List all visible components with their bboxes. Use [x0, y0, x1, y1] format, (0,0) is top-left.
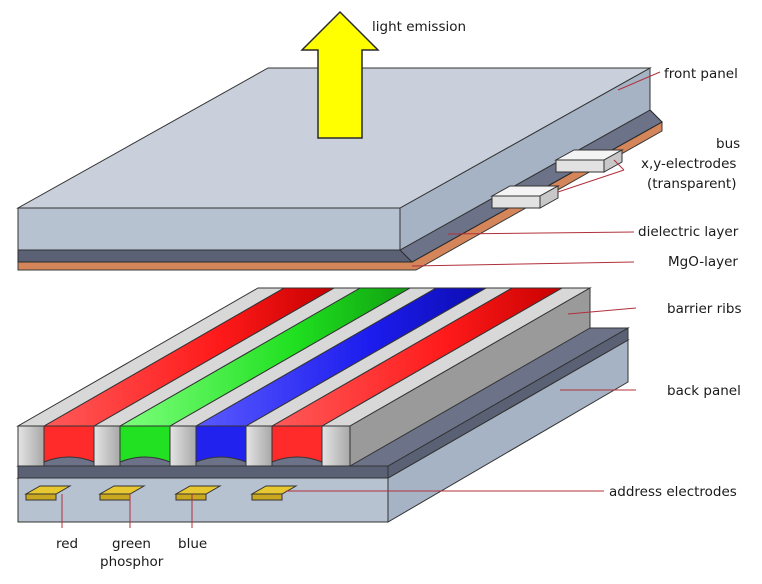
- phosphor-label: phosphor: [100, 554, 164, 570]
- bus-label: bus: [716, 136, 740, 152]
- back-panel-label: back panel: [667, 383, 741, 399]
- barrier-rib: [244, 287, 514, 467]
- red-label: red: [56, 536, 78, 552]
- address-electrodes-label: address electrodes: [609, 484, 737, 500]
- barrier-ribs-label: barrier ribs: [667, 301, 742, 317]
- leader-lines: [61, 71, 661, 528]
- front-panel-label: front panel: [664, 66, 738, 82]
- bus-electrode-2: [554, 149, 624, 173]
- front-panel-front: [17, 207, 401, 251]
- light-emission-arrow: [300, 10, 380, 139]
- barrier-rib: [92, 287, 362, 467]
- blue-label: blue: [178, 536, 207, 552]
- barrier-rib: [16, 287, 286, 467]
- transparent-label: (transparent): [647, 176, 737, 192]
- back-panel-assembly: [16, 287, 630, 523]
- barrier-rib: [320, 287, 592, 467]
- green-label: green: [112, 536, 151, 552]
- address-electrode: [25, 493, 57, 501]
- address-electrodes: [24, 485, 298, 501]
- xy-electrodes-label: x,y-electrodes: [641, 156, 736, 172]
- mgo-layer-label: MgO-layer: [668, 254, 738, 270]
- light-emission-label: light emission: [372, 19, 466, 35]
- dielectric-layer-label: dielectric layer: [638, 224, 739, 240]
- address-electrode: [251, 493, 283, 501]
- address-electrode: [99, 493, 131, 501]
- phosphor-channel-blue: [194, 287, 488, 463]
- back-dielectric-front: [17, 465, 389, 479]
- bus-electrode-1: [490, 185, 560, 209]
- address-electrode: [175, 493, 207, 501]
- phosphor-channel-red-1: [42, 287, 336, 463]
- phosphor-channel-red-2: [270, 287, 564, 463]
